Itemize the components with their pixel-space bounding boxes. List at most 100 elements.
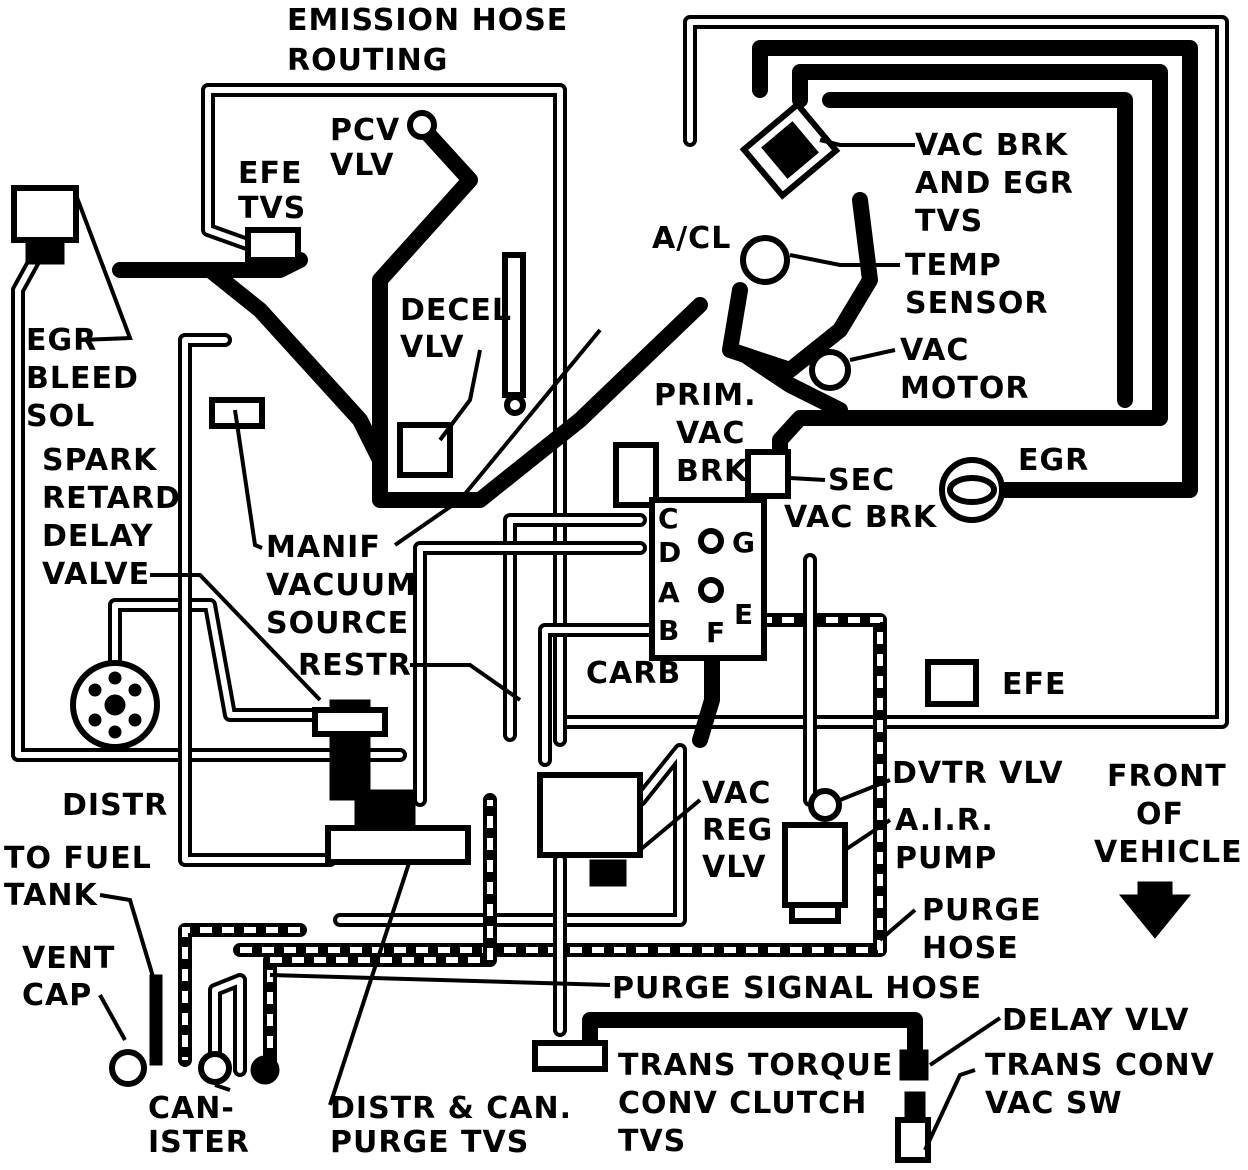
label-vent-cap-1: VENT [22, 941, 115, 976]
hose-manif-vertical-inner [182, 337, 333, 863]
egr-bleed-sol-base [25, 239, 65, 265]
title-line-2: ROUTING [287, 43, 448, 78]
label-a-cl: A/CL [652, 221, 731, 256]
label-distr-can-2: PURGE TVS [330, 1125, 529, 1160]
decel-valve-component [397, 422, 453, 478]
label-front-2: OF [1136, 797, 1184, 832]
vac-brk-egr-tvs-component [739, 100, 841, 200]
carb-port-d: D [658, 536, 682, 569]
label-spark-4: VALVE [42, 557, 150, 592]
label-air-1: A.I.R. [895, 803, 994, 838]
label-canister-2: ISTER [148, 1125, 250, 1160]
label-to-fuel-tank-2: TANK [4, 878, 98, 913]
carb-port-f: F [706, 616, 726, 649]
leader-vac-brk-egr-tvs [819, 138, 915, 147]
sec-vac-brk-component [745, 449, 791, 499]
label-manif-2: VACUUM [266, 568, 417, 603]
label-dvtr-vlv: DVTR VLV [892, 756, 1064, 791]
hose-vac-reg-down-inner [337, 747, 683, 923]
distr-can-purge-tvs-component [325, 825, 471, 865]
label-canister-1: CAN- [148, 1091, 235, 1126]
carb-port-c: C [658, 502, 680, 535]
leader-decel-vlv [438, 349, 482, 442]
prim-vac-brk-component [613, 442, 659, 508]
air-cleaner-temp-sensor-component [740, 235, 790, 285]
efe-component [925, 659, 979, 707]
dvtr-valve-component [808, 788, 842, 822]
leader-sec-vac-brk [789, 476, 826, 482]
hose-temp-loop [772, 64, 1168, 478]
label-vac-motor-1: VAC [900, 333, 969, 368]
label-vac-brk-2: AND EGR [915, 166, 1074, 201]
trans-conv-vac-sw-body [895, 1117, 931, 1163]
leader-temp-sensor [789, 253, 900, 267]
decel-valve-tip [504, 394, 526, 416]
carb-port-e: E [734, 598, 754, 631]
label-delay-vlv: DELAY VLV [1002, 1003, 1189, 1038]
hose-carb-f [692, 652, 720, 748]
distributor-terminal [108, 725, 122, 739]
label-vac-motor-2: MOTOR [900, 371, 1029, 406]
label-distr: DISTR [62, 788, 168, 823]
label-restr: RESTR [298, 648, 412, 683]
label-trans-conv-2: VAC SW [985, 1086, 1123, 1121]
distributor-terminal [88, 713, 102, 727]
air-pump-component [782, 822, 848, 908]
distributor-center [104, 694, 126, 716]
label-front-3: VEHICLE [1094, 835, 1243, 870]
delay-valve-component [899, 1049, 929, 1081]
label-air-2: PUMP [895, 841, 997, 876]
label-vent-cap-2: CAP [22, 978, 92, 1013]
hose-canister-mid-inner [212, 977, 243, 1073]
hose-pcv [372, 117, 708, 508]
canister-port-1 [198, 1051, 232, 1085]
label-egr-bleed-2: BLEED [26, 361, 139, 396]
egr-bleed-sol-component [11, 185, 79, 243]
label-sec-1: SEC [828, 463, 895, 498]
label-egr: EGR [1018, 443, 1089, 478]
label-manif-3: SOURCE [266, 606, 409, 641]
front-of-vehicle-arrow-icon [1118, 894, 1192, 939]
leader-air-pump [843, 818, 892, 852]
distributor-terminal [128, 683, 142, 697]
trans-tcc-tvs-component [532, 1040, 608, 1072]
leader-spark-retard [150, 573, 322, 702]
label-trans-tcc-1: TRANS TORQUE [618, 1048, 893, 1083]
label-temp-2: SENSOR [905, 286, 1048, 321]
hose-manif-diag [202, 262, 388, 468]
hose-top-loop-inner [205, 87, 563, 743]
leader-canister [214, 1083, 231, 1092]
label-purge-signal-hose: PURGE SIGNAL HOSE [612, 971, 982, 1006]
hose-left-outer-inner [15, 247, 403, 758]
hose-vac-brk-loop [752, 40, 1198, 498]
front-of-vehicle-arrow-stem [1137, 881, 1173, 897]
label-spark-2: RETARD [42, 481, 181, 516]
efe-tvs-component [245, 227, 301, 263]
label-egr-bleed-1: EGR [26, 323, 97, 358]
leader-vac-motor [849, 348, 896, 362]
label-pcv-vlv: VLV [330, 148, 394, 183]
title-line-1: EMISSION HOSE [287, 3, 568, 38]
leader-manif-vacuum-source [393, 328, 602, 547]
trans-conv-vac-sw-component [904, 1091, 926, 1119]
hose-carb-left-2-inner [417, 545, 643, 803]
vent-cap-component [109, 1049, 147, 1087]
label-decel-vlv: VLV [400, 330, 464, 365]
label-purge-hose-1: PURGE [922, 893, 1042, 928]
hose-carb-b-inner [542, 627, 653, 763]
vac-motor-component [809, 349, 851, 391]
label-trans-conv-1: TRANS CONV [985, 1048, 1215, 1083]
label-prim-3: BRK [676, 454, 749, 489]
label-carb: CARB [586, 656, 681, 691]
leader-trans-conv-vac-sw [923, 1068, 976, 1151]
label-prim-2: VAC [676, 416, 745, 451]
label-temp-1: TEMP [905, 248, 1002, 283]
carb-port-e-circle [698, 577, 724, 603]
hose-right-outer-loop-inner [557, 19, 1225, 725]
hose-carb-left-1-inner [507, 517, 643, 738]
leader-purge-signal-hose [269, 973, 611, 987]
canister-port-2 [250, 1055, 280, 1085]
label-purge-hose-2: HOSE [922, 931, 1019, 966]
leader-distr-can-purge-tvs [328, 859, 412, 1106]
leader-egr-bleed-sol [74, 194, 133, 342]
